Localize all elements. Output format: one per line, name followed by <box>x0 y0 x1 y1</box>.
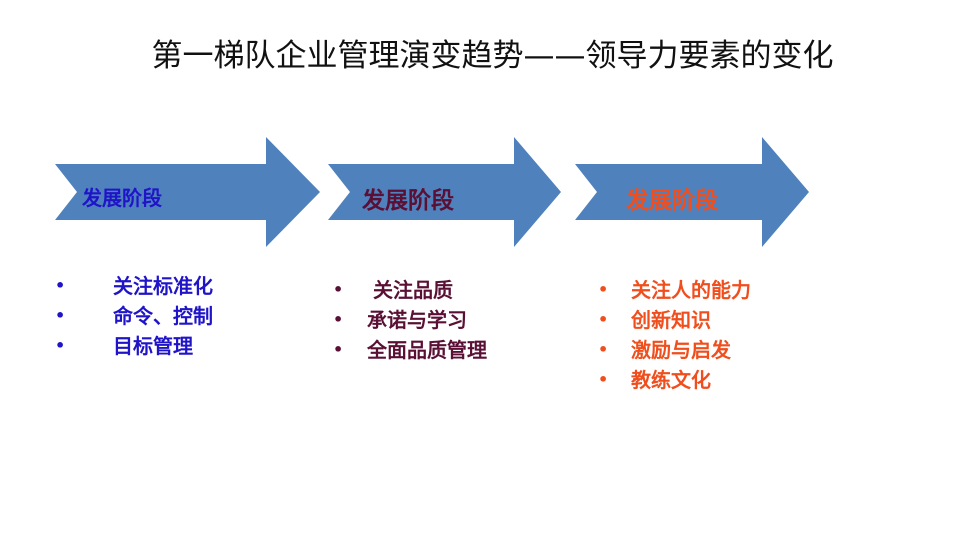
bullet-icon: • <box>333 280 344 299</box>
list-item-text: 关注品质 <box>373 278 453 302</box>
stage-arrow-2: 发展阶段 <box>328 137 561 247</box>
bullet-icon: • <box>55 306 66 325</box>
stage-arrow-3: 发展阶段 <box>575 137 809 247</box>
list-item-text: 创新知识 <box>631 308 711 332</box>
bullet-icon: • <box>598 310 609 329</box>
stage-label: 发展阶段 <box>82 186 162 210</box>
stage-label: 发展阶段 <box>626 188 718 214</box>
bullet-icon: • <box>333 310 344 329</box>
list-item-text: 教练文化 <box>631 368 711 392</box>
list-item-text: 激励与启发 <box>631 338 731 362</box>
bullet-icon: • <box>333 340 344 359</box>
bullet-icon: • <box>55 276 66 295</box>
arrow-shape <box>328 137 561 247</box>
list-item-text: 命令、控制 <box>113 304 213 328</box>
bullet-icon: • <box>598 370 609 389</box>
stage-label: 发展阶段 <box>362 188 454 214</box>
stage-arrow-1: 发展阶段 <box>55 137 320 247</box>
list-item-text: 全面品质管理 <box>367 338 487 362</box>
arrow-shape <box>575 137 809 247</box>
bullet-icon: • <box>598 340 609 359</box>
list-item-text: 关注人的能力 <box>631 278 751 302</box>
bullet-icon: • <box>55 336 66 355</box>
list-item-text: 目标管理 <box>113 334 193 358</box>
bullet-icon: • <box>598 280 609 299</box>
list-item-text: 承诺与学习 <box>367 308 467 332</box>
arrow-shape <box>55 137 320 247</box>
list-item-text: 关注标准化 <box>113 274 213 298</box>
page-title: 第一梯队企业管理演变趋势——领导力要素的变化 <box>151 38 834 74</box>
